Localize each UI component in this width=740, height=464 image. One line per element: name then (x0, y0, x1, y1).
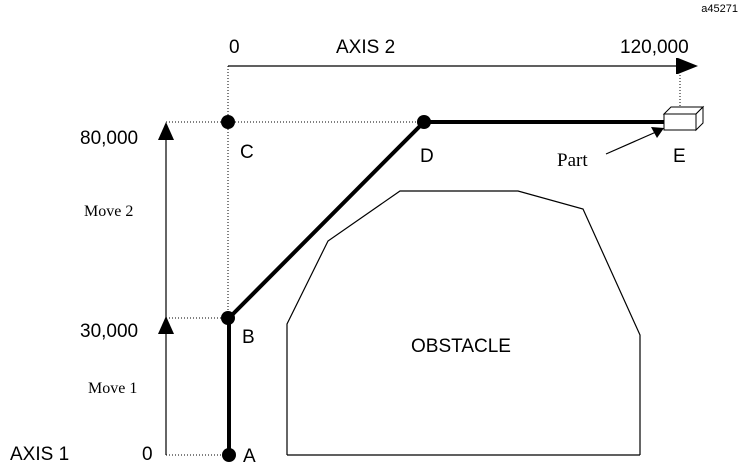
axis1-label: AXIS 1 (10, 444, 69, 464)
axis2-end-label: 120,000 (620, 37, 689, 58)
move1-label: Move 1 (88, 380, 137, 397)
axis2-label: AXIS 2 (336, 37, 395, 58)
point-e-label: E (673, 146, 686, 167)
part-box-front (663, 113, 697, 131)
move2-label: Move 2 (84, 203, 133, 220)
part-box (662, 105, 705, 132)
part-label: Part (557, 150, 588, 171)
point-d-label: D (420, 146, 434, 167)
reference-lines (166, 66, 681, 456)
axis1-top-label: 80,000 (80, 128, 138, 149)
point-b-label: B (242, 327, 255, 348)
point-d-marker (417, 115, 431, 129)
point-a-marker (222, 448, 236, 462)
obstacle-label: OBSTACLE (411, 336, 511, 357)
motion-path (227, 120, 664, 455)
move1-arrowhead (158, 316, 174, 334)
part-pointer-head (651, 127, 664, 138)
part-pointer (605, 131, 657, 155)
figure-id: a45271 (701, 3, 738, 15)
axis2-start-label: 0 (229, 37, 240, 58)
axis1-zero-label: 0 (142, 444, 153, 464)
part-box-side (695, 105, 704, 132)
point-c-marker (221, 115, 235, 129)
point-c-label: C (240, 142, 254, 163)
axis2-arrowhead (676, 58, 698, 74)
move2-arrowhead (158, 122, 174, 140)
point-b-marker (221, 311, 235, 325)
obstacle-outline (286, 190, 641, 455)
axis1-mid-label: 30,000 (80, 321, 138, 342)
point-a-label: A (243, 446, 256, 464)
